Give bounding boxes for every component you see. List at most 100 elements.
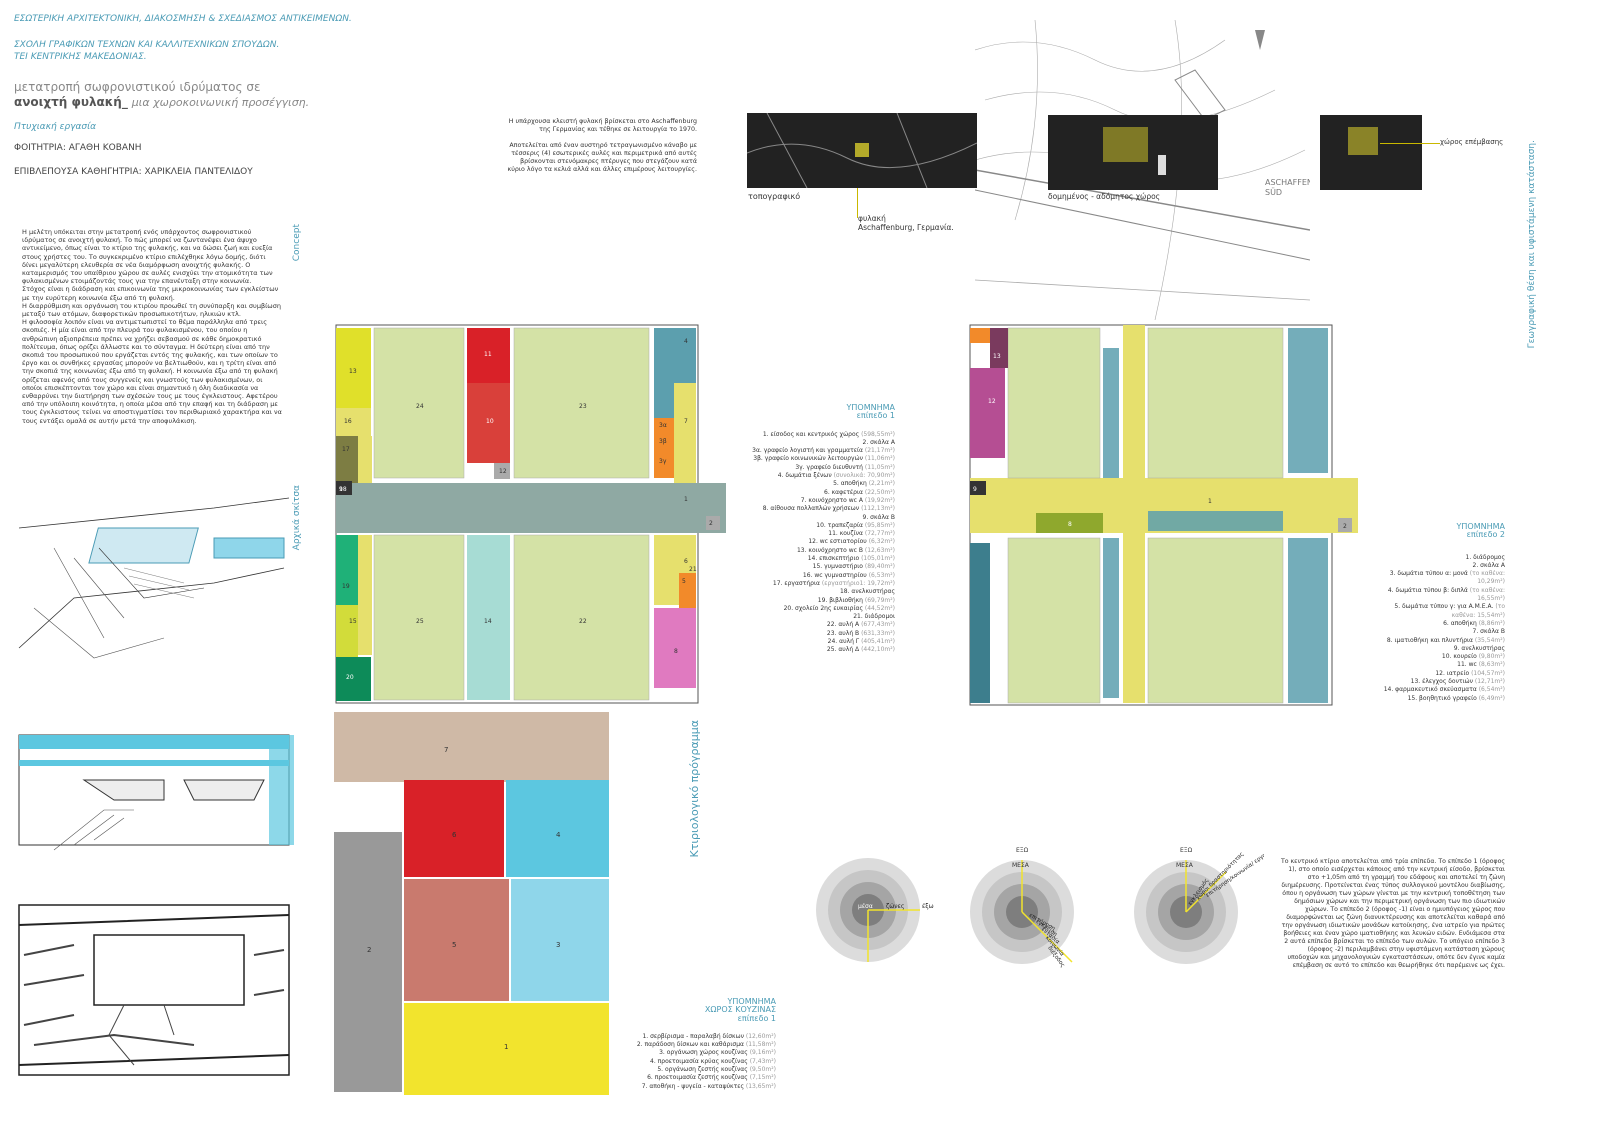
legend3-item: 6. προετοιμασία ζεστής κουζίνας (7,15m²)	[610, 1074, 776, 1082]
site-text-p2: Αποτελείται από έναν αυστηρό τετραγωνισμ…	[507, 142, 697, 173]
concept-text: Η μελέτη υπόκειται στην μετατροπή ενός υ…	[22, 228, 282, 425]
kitchen-label-4: 4	[556, 831, 561, 839]
legend3-item-area: (9,16m²)	[749, 1049, 776, 1057]
geo-side-label: Γεωγραφική θέση και υφιστάμενη κατάσταση…	[1527, 140, 1537, 349]
kitchen-label-6: 6	[452, 831, 457, 839]
legend2-item-text: 1. διάδρομος	[1465, 553, 1505, 561]
title-b: ανοιχτή φυλακή_	[14, 95, 128, 109]
legend1-item: 17. εργαστήρια (εργαστήριο1: 19,72m²)	[725, 580, 895, 588]
legend2-item-text: 12. ιατρείο	[1435, 669, 1472, 677]
plan1-label-4: 4	[684, 338, 688, 345]
plan1-label-18: 18	[339, 486, 347, 493]
legend2-item: 13. έλεγχος δοντιών (12,71m²)	[1380, 678, 1505, 686]
legend1-item: 16. wc γυμναστηρίου (6,53m²)	[725, 572, 895, 580]
zone1-mid: ζώνες	[886, 903, 904, 910]
legend2-item: 15. βοηθητικό γραφείο (6,49m²)	[1380, 695, 1505, 703]
plan1-label-7: 7	[684, 418, 688, 425]
plan1-label-16: 16	[344, 418, 352, 425]
legend1-item: 25. αυλή Δ (442,10m²)	[725, 646, 895, 654]
legend1-item-area: (69,79m²)	[864, 596, 895, 604]
program-side-label: Κτιριολογικό πρόγραμμα	[688, 720, 701, 858]
legend2-item-area: (το καθένα: 15,54m²)	[1451, 603, 1505, 619]
legend3-item-area: (7,15m²)	[749, 1074, 776, 1082]
concept-p4: Η φιλοσοφία λοιπόν είναι να αντιμετωπιστ…	[22, 318, 282, 425]
legend3-item-area: (7,43m²)	[749, 1057, 776, 1065]
legend1-item: 23. αυλή Β (631,33m²)	[725, 630, 895, 638]
legend-level-2: ΥΠΟΜΝΗΜΑ επίπεδο 2 1. διάδρομος 2. σκάλα…	[1380, 522, 1505, 703]
plan1-label-22: 22	[579, 618, 587, 625]
legend1-item-area: (11,05m²)	[864, 463, 895, 471]
legend1-item: 21. διάδρομοι	[725, 613, 895, 621]
legend1-item-text: 18. ανελκυστήρας	[839, 588, 895, 596]
legend1-item-text: 3β. γραφείο κοινωνικών λειτουργών	[753, 455, 865, 463]
legend1-item-area: (598,55m²)	[861, 430, 895, 438]
legend3-item-area: (9,50m²)	[749, 1066, 776, 1074]
legend3-item-text: 7. αποθήκη - ψυγεία - καταψύκτες	[641, 1082, 746, 1090]
plan1-label-19: 19	[342, 583, 350, 590]
legend3-item: 3. οργάνωση χώρος κουζίνας (9,16m²)	[610, 1049, 776, 1057]
plan1-label-14: 14	[484, 618, 492, 625]
plan1-label-10: 10	[486, 418, 494, 425]
legend1-item: 14. επισκεπτήριο (105,01m²)	[725, 555, 895, 563]
plan1-label-3a: 3α	[659, 422, 667, 429]
svg-text:12: 12	[988, 398, 996, 405]
plan1-label-21: 21	[689, 566, 697, 573]
site-text: Η υπάρχουσα κλειστή φυλακή βρίσκεται στο…	[505, 118, 697, 174]
legend1-item: 12. wc εστιατορίου (6,32m²)	[725, 538, 895, 546]
legend1-item: 4. δωμάτια ξένων (συνολικά: 70,90m²)	[725, 472, 895, 480]
zone-diagram-2: ΕΞΩ ΜΕΣΑ επιτήρησηέγκλεισηέντασίακοινωνί…	[970, 847, 1074, 969]
plan1-label-20: 20	[346, 674, 354, 681]
legend1-item: 1. είσοδος και κεντρικός χώρος (598,55m²…	[725, 431, 895, 439]
supervisor-name: ΕΠΙΒΛΕΠΟΥΣΑ ΚΑΘΗΓΗΤΡΙΑ: ΧΑΡΙΚΛΕΙΑ ΠΑΝΤΕΛ…	[14, 167, 253, 177]
plan-level-1: 1 2 3α 3β 3γ 4 5 6 7 8 9 10 11 12 13 14 …	[335, 324, 726, 704]
kitchen-zone-6	[404, 780, 504, 877]
legend2-item: 14. φαρμακευτικό σκεύασματα (6,54m²)	[1380, 686, 1505, 694]
zone1-center: μέσα	[858, 903, 873, 910]
plan1-court-25	[373, 534, 465, 701]
legend2-item: 3. δωμάτια τύπου α: μονά (το καθένα: 10,…	[1380, 570, 1505, 587]
legend3-item-area: (12,60m²)	[745, 1032, 776, 1040]
zone-diagram-1: μέσα ζώνες έξω	[816, 858, 934, 962]
legend1-item-area: (2,21m²)	[868, 480, 895, 488]
legend1-subtitle: επίπεδο 1	[856, 411, 895, 421]
legend2-item: 6. αποθήκη (8,86m²)	[1380, 620, 1505, 628]
legend2-item: 5. δωμάτια τύπου γ: για Α.Μ.Ε.Α. (το καθ…	[1380, 603, 1505, 620]
sketch-3	[18, 904, 290, 1076]
legend2-item-text: 6. αποθήκη	[1443, 619, 1479, 627]
legend1-item-area: (12,63m²)	[864, 546, 895, 554]
built-photo	[1048, 115, 1218, 190]
legend2-item-text: 14. φαρμακευτικό σκεύασματα	[1383, 686, 1479, 694]
plan1-label-25: 25	[416, 618, 424, 625]
legend1-item-area: (συνολικά: 70,90m²)	[833, 472, 895, 480]
legend2-item-text: 11. wc	[1457, 661, 1479, 669]
legend3-title: ΥΠΟΜΝΗΜΑ	[727, 997, 776, 1006]
legend2-item: 1. διάδρομος	[1380, 554, 1505, 562]
legend2-item-text: 9. ανελκυστήρας	[1453, 644, 1505, 652]
legend2-item: 10. κουρείο (9,80m²)	[1380, 653, 1505, 661]
plan1-label-8: 8	[674, 648, 678, 655]
legend2-item-area: (το καθένα: 16,55m²)	[1469, 586, 1505, 603]
legend2-item-area: (6,54m²)	[1478, 686, 1505, 694]
legend3-item-area: (11,58m²)	[745, 1041, 776, 1049]
plan1-label-6: 6	[684, 558, 688, 565]
legend1-item-text: 13. κοινόχρηστο wc Β	[796, 546, 865, 554]
legend1-item-text: 14. επισκεπτήριο	[807, 555, 862, 563]
kitchen-label-1: 1	[504, 1043, 508, 1051]
plan1-label-12: 12	[499, 468, 507, 475]
legend1-item: 3α. γραφείο λογιστή και γραμματεία (21,1…	[725, 447, 895, 455]
legend1-item-text: 23. αυλή Β	[826, 629, 862, 637]
legend2-item-text: 7. σκάλα Β	[1472, 628, 1505, 636]
legend3-item-text: 4. προετοιμασία κρύας κουζίνας	[650, 1057, 750, 1065]
kitchen-label-2: 2	[367, 946, 371, 954]
legend1-item-text: 19. βιβλιοθήκη	[817, 596, 865, 604]
legend3-item-area: (13,65m²)	[745, 1082, 776, 1090]
kitchen-zone-1	[404, 1003, 609, 1095]
built-caption: δομημένος - αδόμητος χώρος	[1048, 192, 1161, 201]
legend2-item: 8. ιματιοθήκη και πλυντήρια (35,54m²)	[1380, 637, 1505, 645]
legend2-subtitle: επίπεδο 2	[1466, 530, 1505, 540]
legend1-item: 20. σχολείο 2ης ευκαιρίας (44,52m²)	[725, 605, 895, 613]
kitchen-zone-2	[334, 832, 402, 1092]
legend1-item: 9. σκάλα Β	[725, 514, 895, 522]
topo-photo	[746, 112, 978, 189]
